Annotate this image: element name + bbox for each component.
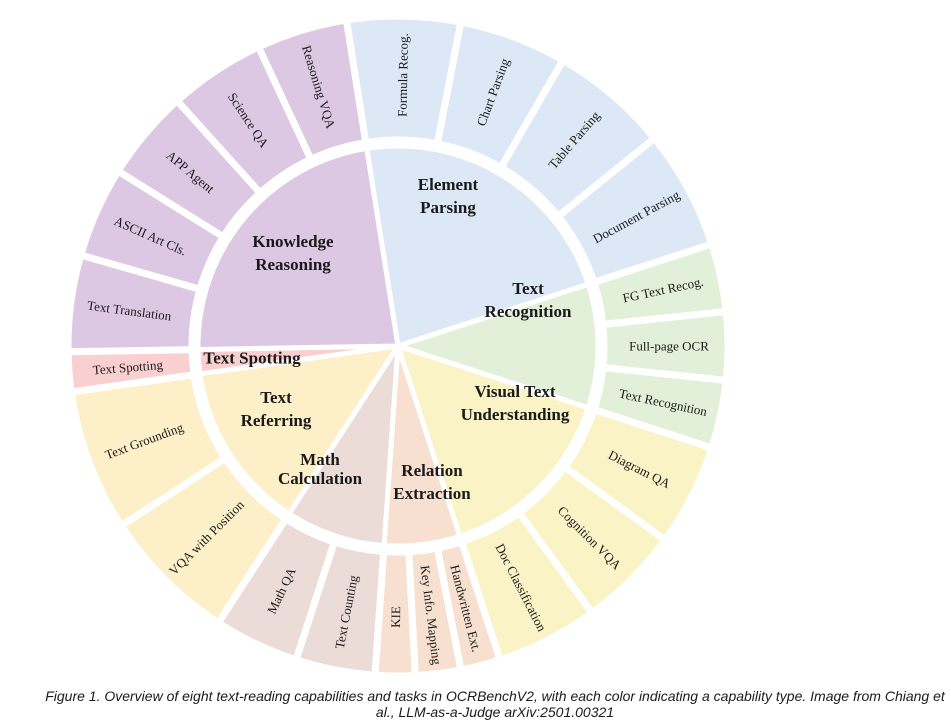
task-label-kie: KIE	[388, 606, 403, 628]
category-segment-text-recognition	[395, 281, 601, 411]
task-label-full-page-ocr: Full-page OCR	[629, 339, 709, 354]
category-label-text-spotting: Text Spotting	[203, 349, 301, 368]
category-segment-knowledge-reasoning	[195, 145, 401, 352]
task-label-text-spotting: Text Spotting	[92, 357, 164, 378]
task-label-formula-recog: Formula Recog.	[394, 33, 410, 117]
category-segment-text-referring	[197, 343, 401, 517]
category-segment-element-parsing	[364, 143, 591, 349]
task-segment-reasoning-vqa	[255, 16, 370, 163]
figure-caption: Figure 1. Overview of eight text-reading…	[45, 688, 945, 720]
